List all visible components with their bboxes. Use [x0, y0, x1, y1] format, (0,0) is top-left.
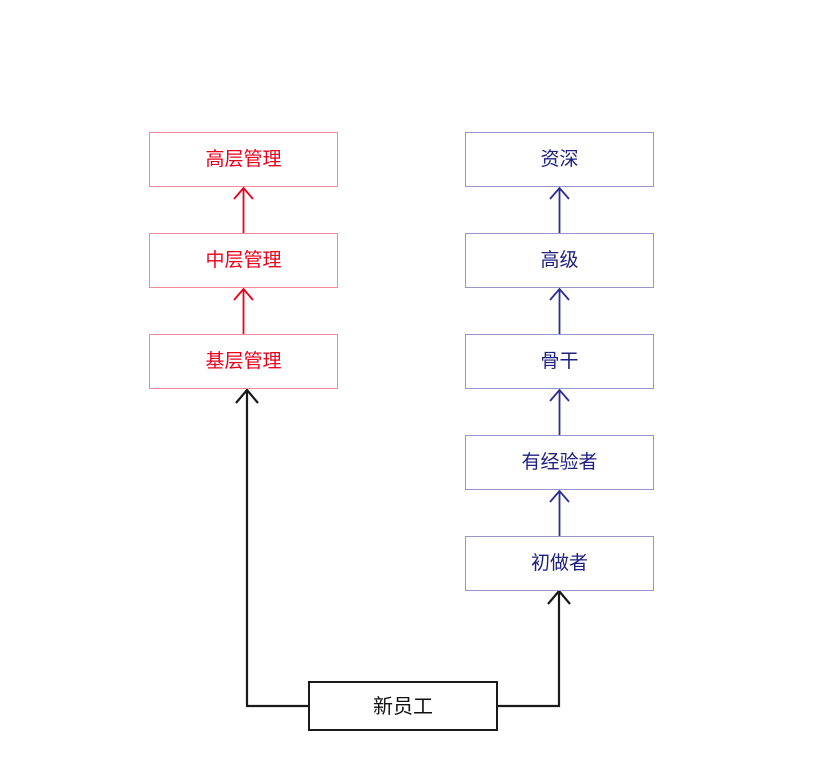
technical-level-advanced[interactable]: 高级	[465, 233, 654, 288]
technical-level-expert[interactable]: 资深	[465, 132, 654, 187]
arrow-entry-to-management	[235, 388, 309, 708]
technical-level-beginner[interactable]: 初做者	[465, 536, 654, 591]
arrow-entry-to-technical	[497, 589, 571, 708]
arrow-tech-chuzuozhe-to-youjingyan	[549, 489, 570, 536]
management-level-entry[interactable]: 基层管理	[149, 334, 338, 389]
arrow-tech-youjingyan-to-gugan	[549, 388, 570, 435]
arrow-tech-gaoji-to-zishen	[549, 186, 570, 233]
technical-channel-header: 专业技术通道	[502, 59, 617, 82]
management-channel-header: 管理通道	[205, 59, 282, 82]
technical-level-backbone[interactable]: 骨干	[465, 334, 654, 389]
arrow-mgmt-mid-to-top	[233, 186, 254, 233]
management-level-middle[interactable]: 中层管理	[149, 233, 338, 288]
management-level-senior[interactable]: 高层管理	[149, 132, 338, 187]
arrow-tech-gugan-to-gaoji	[549, 287, 570, 334]
arrow-mgmt-low-to-mid	[233, 287, 254, 334]
technical-level-experienced[interactable]: 有经验者	[465, 435, 654, 490]
new-employee-node[interactable]: 新员工	[308, 681, 498, 731]
